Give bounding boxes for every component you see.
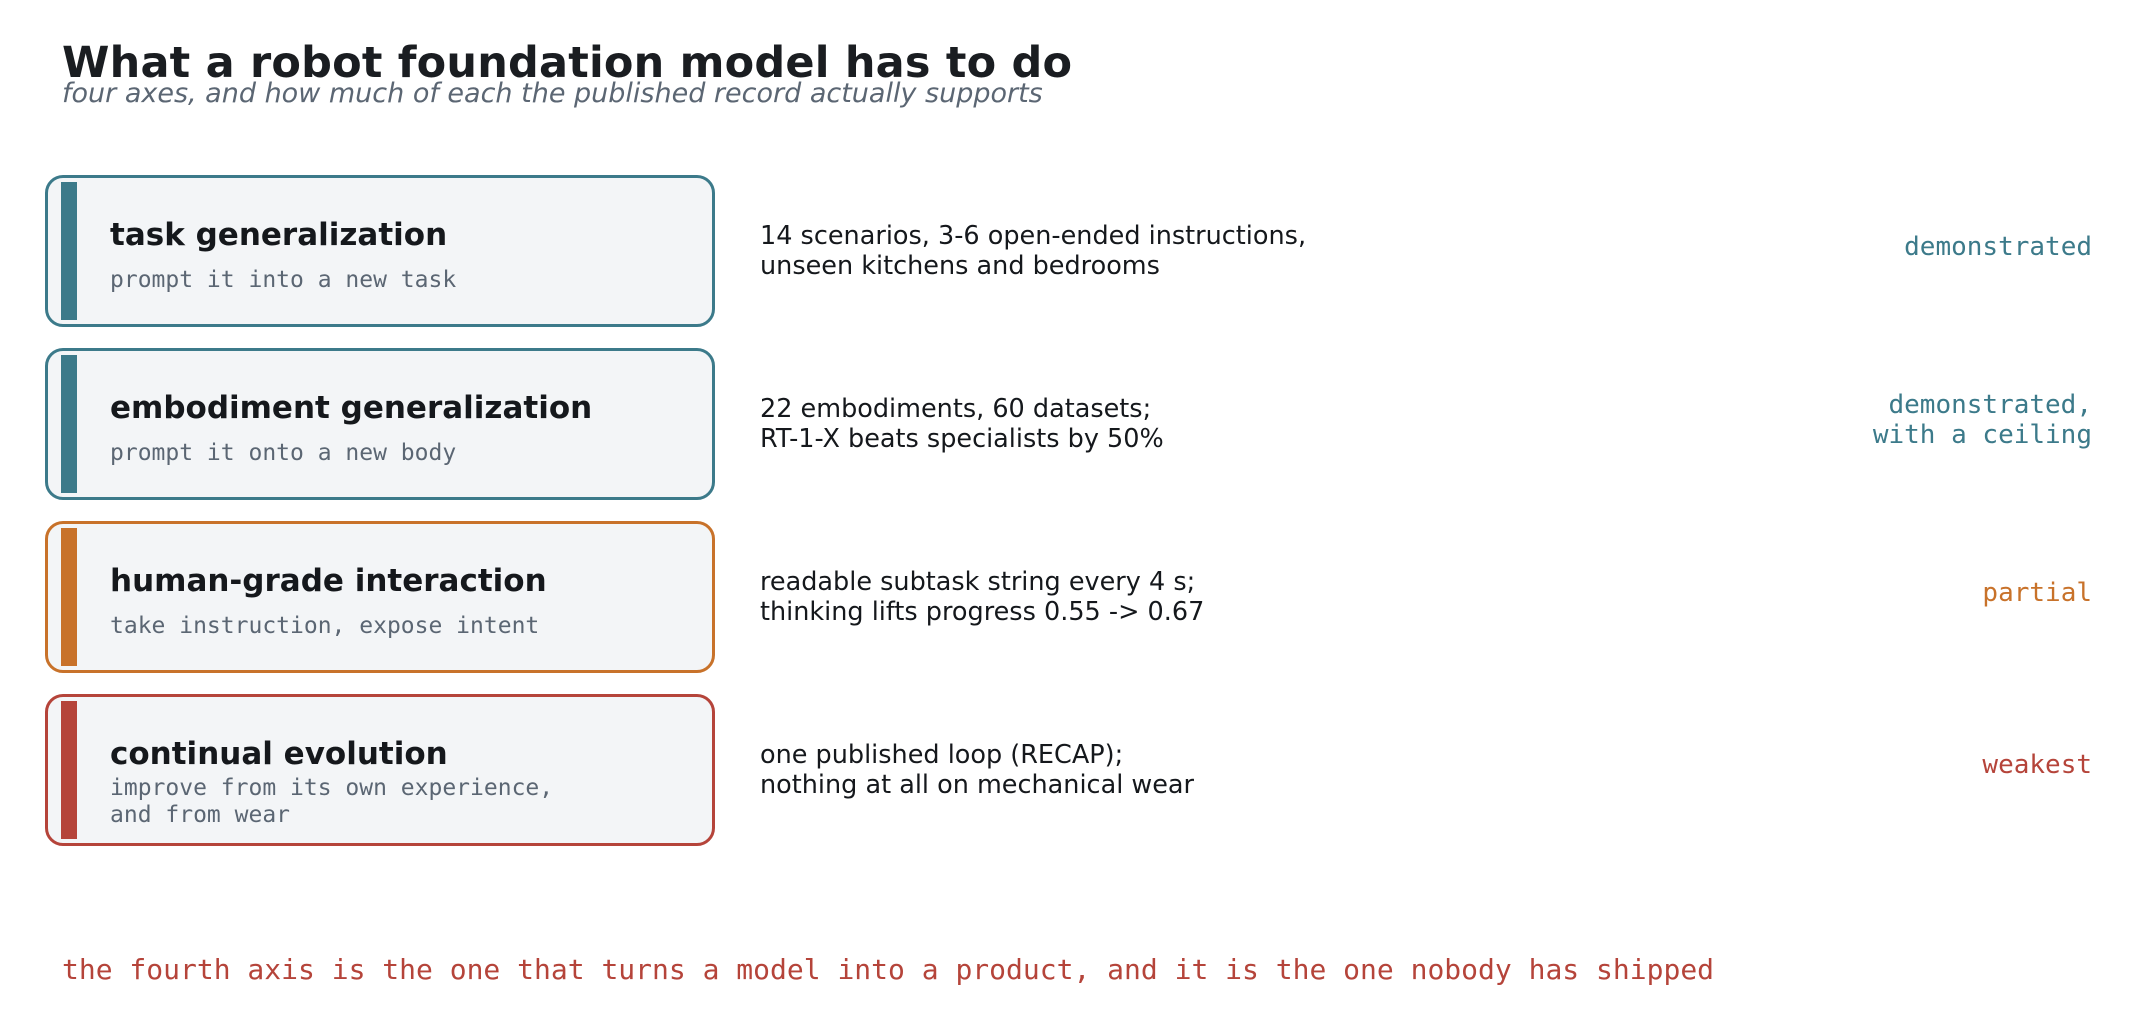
axis-evidence: one published loop (RECAP); nothing at a… bbox=[760, 740, 1195, 800]
axis-color-bar bbox=[61, 528, 77, 666]
axis-subtitle: improve from its own experience, and fro… bbox=[110, 775, 554, 828]
axis-subtitle: take instruction, expose intent bbox=[110, 613, 540, 639]
axis-subtitle: prompt it into a new task bbox=[110, 267, 457, 293]
axis-row-continual-evolution: continual evolution improve from its own… bbox=[0, 694, 2148, 846]
axis-row-embodiment-generalization: embodiment generalization prompt it onto… bbox=[0, 348, 2148, 500]
axis-card: human-grade interaction take instruction… bbox=[45, 521, 715, 673]
axis-status: demonstrated, with a ceiling bbox=[1872, 390, 2092, 450]
axis-title: continual evolution bbox=[110, 736, 448, 772]
axis-color-bar bbox=[61, 701, 77, 839]
axis-color-bar bbox=[61, 355, 77, 493]
axis-status: weakest bbox=[1982, 750, 2092, 780]
axis-title: human-grade interaction bbox=[110, 563, 547, 599]
axis-row-human-grade-interaction: human-grade interaction take instruction… bbox=[0, 521, 2148, 673]
page-subtitle: four axes, and how much of each the publ… bbox=[62, 78, 1043, 109]
axis-title: embodiment generalization bbox=[110, 390, 593, 426]
axis-card: task generalization prompt it into a new… bbox=[45, 175, 715, 327]
axis-evidence: 14 scenarios, 3-6 open-ended instruction… bbox=[760, 221, 1307, 281]
axis-evidence: 22 embodiments, 60 datasets; RT-1-X beat… bbox=[760, 394, 1164, 454]
axis-color-bar bbox=[61, 182, 77, 320]
axis-status: partial bbox=[1982, 578, 2092, 608]
axis-subtitle: prompt it onto a new body bbox=[110, 440, 457, 466]
axis-row-task-generalization: task generalization prompt it into a new… bbox=[0, 175, 2148, 327]
axis-evidence: readable subtask string every 4 s; think… bbox=[760, 567, 1205, 627]
axis-card: continual evolution improve from its own… bbox=[45, 694, 715, 846]
footer-note: the fourth axis is the one that turns a … bbox=[62, 953, 1715, 986]
axis-title: task generalization bbox=[110, 217, 448, 253]
axis-status: demonstrated bbox=[1904, 232, 2092, 262]
page-title: What a robot foundation model has to do bbox=[62, 38, 1073, 88]
axis-card: embodiment generalization prompt it onto… bbox=[45, 348, 715, 500]
